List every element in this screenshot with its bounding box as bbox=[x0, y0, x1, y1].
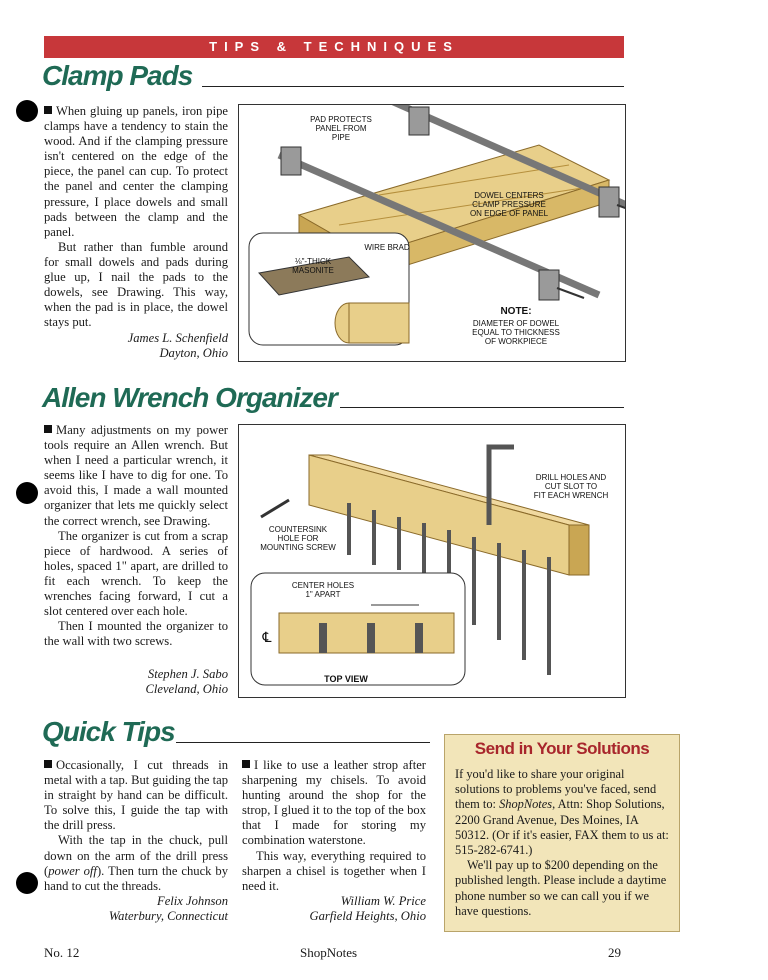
quick-tip-1: Occasionally, I cut threads in metal wit… bbox=[44, 758, 228, 894]
quick-tip-paragraph: With the tap in the chuck, pull down on … bbox=[44, 833, 228, 878]
organizer-illustration bbox=[250, 444, 590, 686]
quick-tip-paragraph: This way, everything required to sharpen… bbox=[242, 848, 426, 893]
quick-tip-paragraph: ). Then turn the chuck by hand to cut th… bbox=[44, 863, 228, 893]
quick-tip-paragraph: Occasionally, I cut threads in metal wit… bbox=[44, 758, 228, 833]
clamp-pads-paragraph: But rather than fumble around for small … bbox=[44, 239, 228, 330]
clamp-pads-author: James L. Schenfield bbox=[127, 331, 228, 345]
section-banner: TIPS & TECHNIQUES bbox=[44, 36, 624, 58]
binder-hole bbox=[16, 872, 38, 894]
allen-paragraph: Then I mounted the organizer to the wall… bbox=[44, 619, 228, 649]
allen-paragraph: The organizer is cut from a scrap piece … bbox=[44, 528, 228, 619]
quick-tip-paragraph: I like to use a leather strop after shar… bbox=[242, 758, 426, 848]
magazine-footer: ShopNotes bbox=[300, 945, 358, 960]
allen-wrench-drawing: DRILL HOLES AND CUT SLOT TO FIT EACH WRE… bbox=[238, 424, 626, 698]
binder-hole bbox=[16, 100, 38, 122]
center-holes-label: CENTER HOLES 1" APART bbox=[291, 581, 355, 599]
clamp-pads-title: Clamp Pads bbox=[42, 60, 193, 91]
bullet-icon bbox=[44, 760, 52, 768]
clamp-pads-drawing: PAD PROTECTS PANEL FROM PIPE DOWEL CENTE… bbox=[238, 104, 626, 362]
send-solutions-box: Send in Your Solutions If you'd like to … bbox=[444, 734, 680, 932]
title-rule bbox=[176, 742, 430, 743]
quick-tip-2: I like to use a leather strop after shar… bbox=[242, 758, 426, 894]
bullet-icon bbox=[44, 425, 52, 433]
quick-tip-emphasis: power off bbox=[48, 863, 97, 878]
countersink-label: COUNTERSINK HOLE FOR MOUNTING SCREW bbox=[260, 525, 336, 552]
issue-number: No. 12 bbox=[44, 945, 80, 960]
clamp-pads-city: Dayton, Ohio bbox=[159, 346, 228, 360]
title-rule bbox=[202, 86, 624, 87]
dowel-centers-label: DOWEL CENTERS CLAMP PRESSURE ON EDGE OF … bbox=[469, 191, 549, 218]
solutions-paragraph: , Attn: Shop Solutions, 2200 Grand Avenu… bbox=[455, 797, 669, 858]
note-text: DIAMETER OF DOWEL EQUAL TO THICKNESS OF … bbox=[472, 319, 560, 346]
allen-author: Stephen J. Sabo bbox=[147, 667, 228, 681]
quick-tip-2-author: William W. Price bbox=[340, 894, 426, 908]
note-title: NOTE: bbox=[500, 306, 532, 317]
top-view-label: TOP VIEW bbox=[324, 674, 368, 684]
clamp-pads-text: When gluing up panels, iron pipe clamps … bbox=[44, 104, 228, 330]
send-solutions-title: Send in Your Solutions bbox=[474, 739, 650, 758]
bullet-icon bbox=[44, 106, 52, 114]
quick-tips-title: Quick Tips bbox=[42, 716, 176, 747]
quick-tip-2-city: Garfield Heights, Ohio bbox=[309, 909, 427, 923]
clamp-illustration bbox=[248, 105, 625, 346]
solutions-paragraph: We'll pay up to $200 depending on the pu… bbox=[455, 858, 667, 918]
allen-paragraph: Many adjustments on my power tools requi… bbox=[44, 423, 228, 528]
send-solutions-text: If you'd like to share your original sol… bbox=[455, 767, 669, 919]
wire-brad-label: WIRE BRAD bbox=[364, 243, 410, 252]
page-number: 29 bbox=[608, 945, 621, 960]
allen-wrench-title: Allen Wrench Organizer bbox=[42, 382, 338, 413]
quick-tip-1-author: Felix Johnson bbox=[157, 894, 228, 908]
centerline-symbol: ℄ bbox=[262, 629, 272, 645]
solutions-paragraph: If you'd like to share your original sol… bbox=[455, 767, 657, 812]
masonite-label: ⅛"-THICK MASONITE bbox=[292, 257, 334, 275]
binder-hole bbox=[16, 482, 38, 504]
bullet-icon bbox=[242, 760, 250, 768]
clamp-pads-paragraph: When gluing up panels, iron pipe clamps … bbox=[44, 104, 228, 239]
allen-wrench-text: Many adjustments on my power tools requi… bbox=[44, 423, 228, 649]
magazine-name: ShopNotes bbox=[499, 797, 553, 812]
allen-city: Cleveland, Ohio bbox=[145, 682, 228, 696]
drill-holes-label: DRILL HOLES AND CUT SLOT TO FIT EACH WRE… bbox=[533, 473, 609, 500]
pad-protects-label: PAD PROTECTS PANEL FROM PIPE bbox=[310, 115, 372, 142]
title-rule bbox=[340, 407, 624, 408]
quick-tip-1-city: Waterbury, Connecticut bbox=[108, 909, 228, 923]
